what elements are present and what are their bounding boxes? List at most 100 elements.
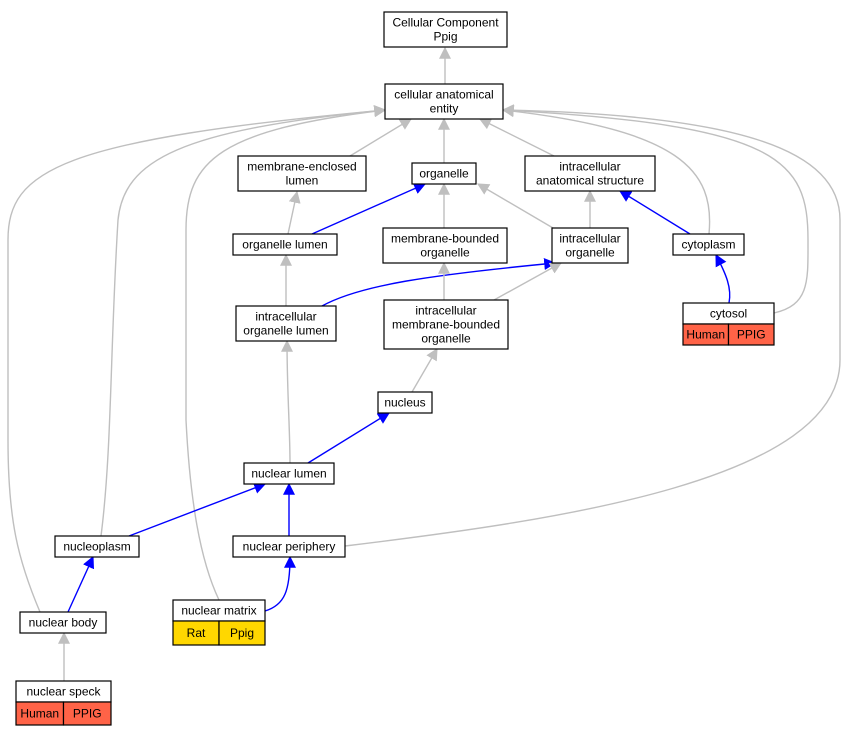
edge-line [185, 105, 387, 601]
badge-box [218, 620, 266, 646]
node-nperiphery[interactable]: nuclear periphery [232, 535, 346, 558]
node-label: cytoplasm [681, 238, 735, 252]
badge-box [172, 620, 220, 646]
node-nucleoplasm[interactable]: nucleoplasm [54, 535, 140, 558]
edge-line [618, 190, 691, 235]
node-label: cellular anatomical [394, 88, 493, 102]
edge-nlumen-to-nucleus [307, 412, 391, 464]
node-label: nucleus [384, 396, 425, 410]
species-badge: Human [15, 701, 65, 726]
edge-io-to-organelle [476, 183, 554, 229]
edge-nucleoplasm-to-cae [100, 105, 387, 537]
edge-olumen-to-mel [287, 190, 301, 235]
node-label: organelle lumen [242, 238, 327, 252]
node-label: organelle [419, 167, 469, 181]
species-badge: Ppig [218, 620, 266, 646]
edge-nucleoplasm-to-nlumen [128, 482, 267, 537]
node-label: organelle [420, 246, 470, 260]
node-box [672, 233, 745, 256]
edge-olumen-to-organelle [311, 182, 427, 235]
node-label: membrane-enclosed [247, 160, 356, 174]
node-nucleus[interactable]: nucleus [377, 391, 433, 414]
edge-ias-to-cae [478, 118, 555, 157]
node-box [383, 299, 509, 350]
species-badge: Rat [172, 620, 220, 646]
node-label: membrane-bounded [391, 232, 499, 246]
edge-iol-to-io [321, 258, 557, 307]
species-badge: Human [682, 323, 730, 346]
badge-box [62, 701, 112, 726]
edge-line [501, 105, 711, 235]
species-badge: PPIG [62, 701, 112, 726]
badge-box [727, 323, 775, 346]
badge-label: Rat [187, 626, 206, 640]
node-label: cytosol [710, 307, 747, 321]
node-box [54, 535, 140, 558]
node-box [382, 227, 508, 264]
node-label: organelle lumen [243, 324, 328, 338]
edge-cytosol-to-cytoplasm [715, 253, 731, 304]
edge-line [264, 555, 296, 612]
badge-label: Human [686, 328, 725, 342]
edge-nucleus-to-imbo [411, 347, 438, 393]
node-box [232, 535, 346, 558]
edge-nbody-to-nucleoplasm [67, 555, 94, 613]
node-nbody[interactable]: nuclear body [19, 611, 107, 634]
node-label: intracellular [415, 304, 476, 318]
node-label: Ppig [433, 30, 457, 44]
edge-nbody-to-cae [7, 105, 387, 613]
edge-line [281, 339, 294, 464]
edge-line [287, 190, 301, 235]
badge-label: PPIG [73, 707, 102, 721]
node-label: nuclear lumen [251, 467, 326, 481]
edge-line [67, 555, 94, 613]
node-label: organelle [421, 332, 471, 346]
badge-label: Ppig [230, 626, 254, 640]
node-cytoplasm[interactable]: cytoplasm [672, 233, 745, 256]
edge-line [311, 182, 427, 235]
node-organelle[interactable]: organelle [411, 162, 477, 185]
node-label: lumen [286, 174, 319, 188]
badge-label: PPIG [737, 328, 766, 342]
edge-line [715, 253, 731, 304]
node-label: membrane-bounded [392, 318, 500, 332]
node-label: nuclear speck [26, 685, 101, 699]
edge-imbo-to-io [493, 262, 563, 301]
node-box [237, 155, 367, 192]
node-box [524, 155, 656, 192]
edge-line [307, 412, 391, 464]
node-box [243, 462, 335, 485]
node-label: organelle [565, 246, 615, 260]
node-label: nuclear matrix [181, 604, 256, 618]
node-label: entity [430, 102, 459, 116]
edge-line [478, 118, 555, 157]
badge-label: Human [20, 707, 59, 721]
edge-line [501, 104, 809, 314]
node-olumen[interactable]: organelle lumen [232, 233, 338, 256]
node-label: nuclear body [29, 616, 98, 630]
edge-line [128, 482, 267, 537]
edge-line [7, 105, 387, 613]
node-box [551, 227, 629, 264]
edge-line [321, 258, 557, 307]
node-nlumen[interactable]: nuclear lumen [243, 462, 335, 485]
node-box [411, 162, 477, 185]
node-label: intracellular [559, 232, 620, 246]
edge-mel-to-cae [349, 118, 413, 157]
edges-layer [7, 46, 841, 681]
node-box [19, 611, 107, 634]
node-label: intracellular [559, 160, 620, 174]
edge-cytoplasm-to-ias [618, 190, 691, 235]
